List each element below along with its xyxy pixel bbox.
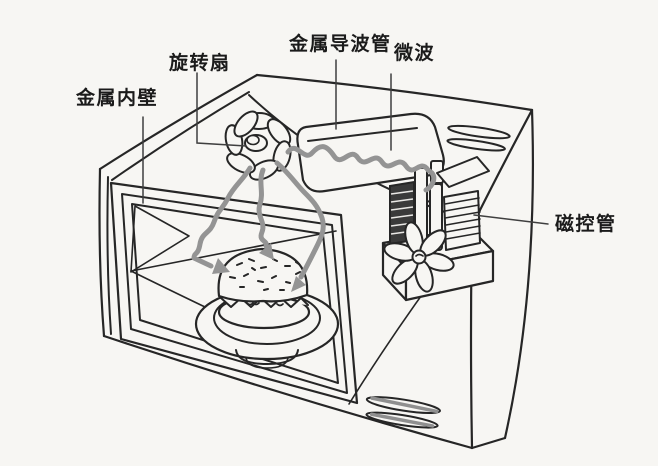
wave-arrowhead <box>259 243 274 260</box>
hamburger <box>217 247 311 330</box>
magnetron <box>381 156 495 302</box>
label-metal-inner-wall: 金属内壁 <box>76 87 159 109</box>
wave-arrowhead <box>291 276 306 292</box>
stirrer-fan <box>224 110 292 181</box>
label-stirrer-fan: 旋转扇 <box>169 52 231 74</box>
label-magnetron: 磁控管 <box>555 213 617 235</box>
label-waveguide: 金属导波管 <box>289 33 392 55</box>
magnetron-fin-stack-right <box>443 190 481 251</box>
microwave-squiggles <box>191 144 437 292</box>
sesame-seeds <box>229 258 301 291</box>
cooling-fan <box>383 221 455 293</box>
front-vent-slots <box>365 396 441 429</box>
metal-inner-wall-hatch <box>130 205 190 273</box>
wave-arrowhead <box>212 258 230 274</box>
label-microwave: 微波 <box>394 42 436 64</box>
top-vent-slots <box>446 124 511 152</box>
label-pointer-lines <box>142 59 549 225</box>
